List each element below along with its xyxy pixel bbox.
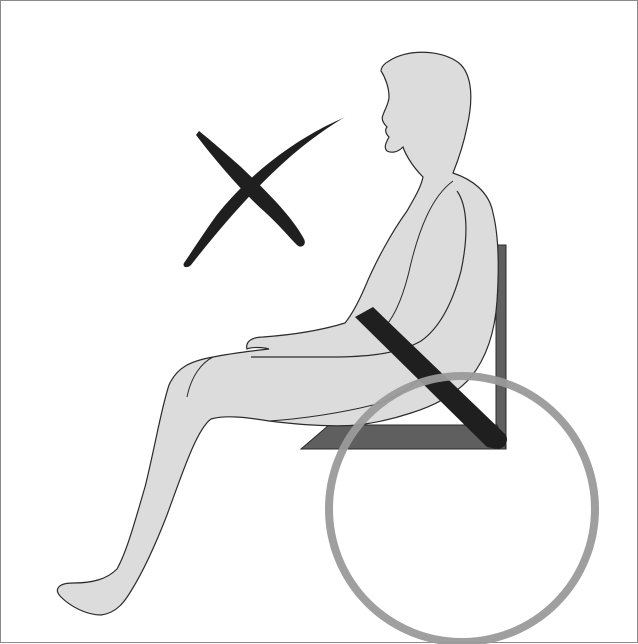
incorrect-x-icon (184, 117, 345, 267)
seated-person-figure (57, 52, 498, 615)
person-body (57, 52, 498, 615)
